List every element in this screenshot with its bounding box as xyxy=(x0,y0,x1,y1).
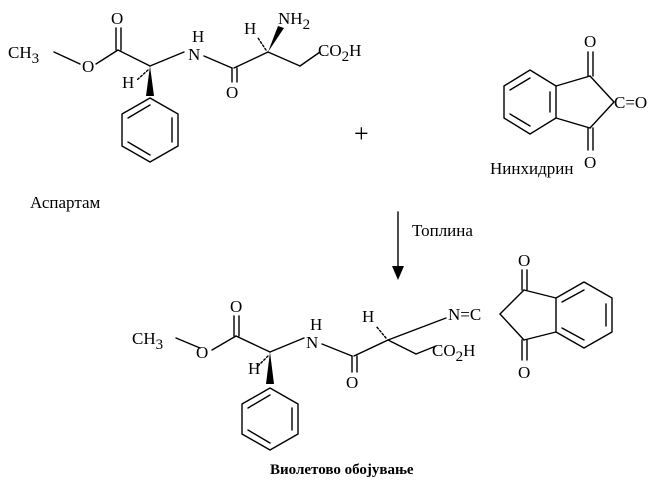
product-ring-top-oxygen: O xyxy=(518,251,530,270)
product-nitrogen: N xyxy=(306,333,318,352)
product-amide-oxygen: O xyxy=(346,373,358,392)
ninhydrin-structure: O O C=O xyxy=(503,32,647,172)
reaction-condition-label: Топлина xyxy=(412,221,473,240)
aspartame-nh2: NH2 xyxy=(278,9,310,33)
ninhydrin-label: Нинхидрин xyxy=(490,159,573,178)
product-ring-bottom-oxygen: O xyxy=(518,363,530,382)
product-nh-h: H xyxy=(310,315,322,334)
product-imine: N=C xyxy=(448,305,481,324)
ninhydrin-top-oxygen: O xyxy=(584,32,596,51)
product-label: Виолетово обојување xyxy=(270,462,414,478)
aspartame-amide-oxygen: O xyxy=(226,83,238,102)
aspartame-label: Аспартам xyxy=(30,193,101,212)
aspartame-beta-h: H xyxy=(244,19,256,38)
aspartame-alpha-h: H xyxy=(122,73,134,92)
aspartame-structure: CH3 O O H H N O H NH2 CO2H xyxy=(8,9,361,163)
product-beta-h: H xyxy=(362,307,374,326)
aspartame-ch3: CH3 xyxy=(8,43,39,67)
aspartame-ester-oxygen: O xyxy=(82,57,94,76)
ninhydrin-middle-carbonyl: C=O xyxy=(614,93,647,112)
product-carbonyl-oxygen: O xyxy=(230,297,242,316)
ninhydrin-bottom-oxygen: O xyxy=(584,153,596,172)
aspartame-nh-h: H xyxy=(192,27,204,46)
reaction-arrow xyxy=(392,211,404,280)
product-structure: CH3 O O H H N O H N=C CO2H O O xyxy=(132,251,613,451)
product-carboxyl: CO2H xyxy=(432,341,475,365)
product-alpha-h: H xyxy=(248,359,260,378)
aspartame-carboxyl: CO2H xyxy=(318,41,361,65)
aspartame-nitrogen: N xyxy=(188,45,200,64)
plus-sign: + xyxy=(354,119,369,148)
aspartame-carbonyl-oxygen: O xyxy=(111,9,123,28)
product-ch3: CH3 xyxy=(132,329,163,353)
product-ester-oxygen: O xyxy=(196,343,208,362)
